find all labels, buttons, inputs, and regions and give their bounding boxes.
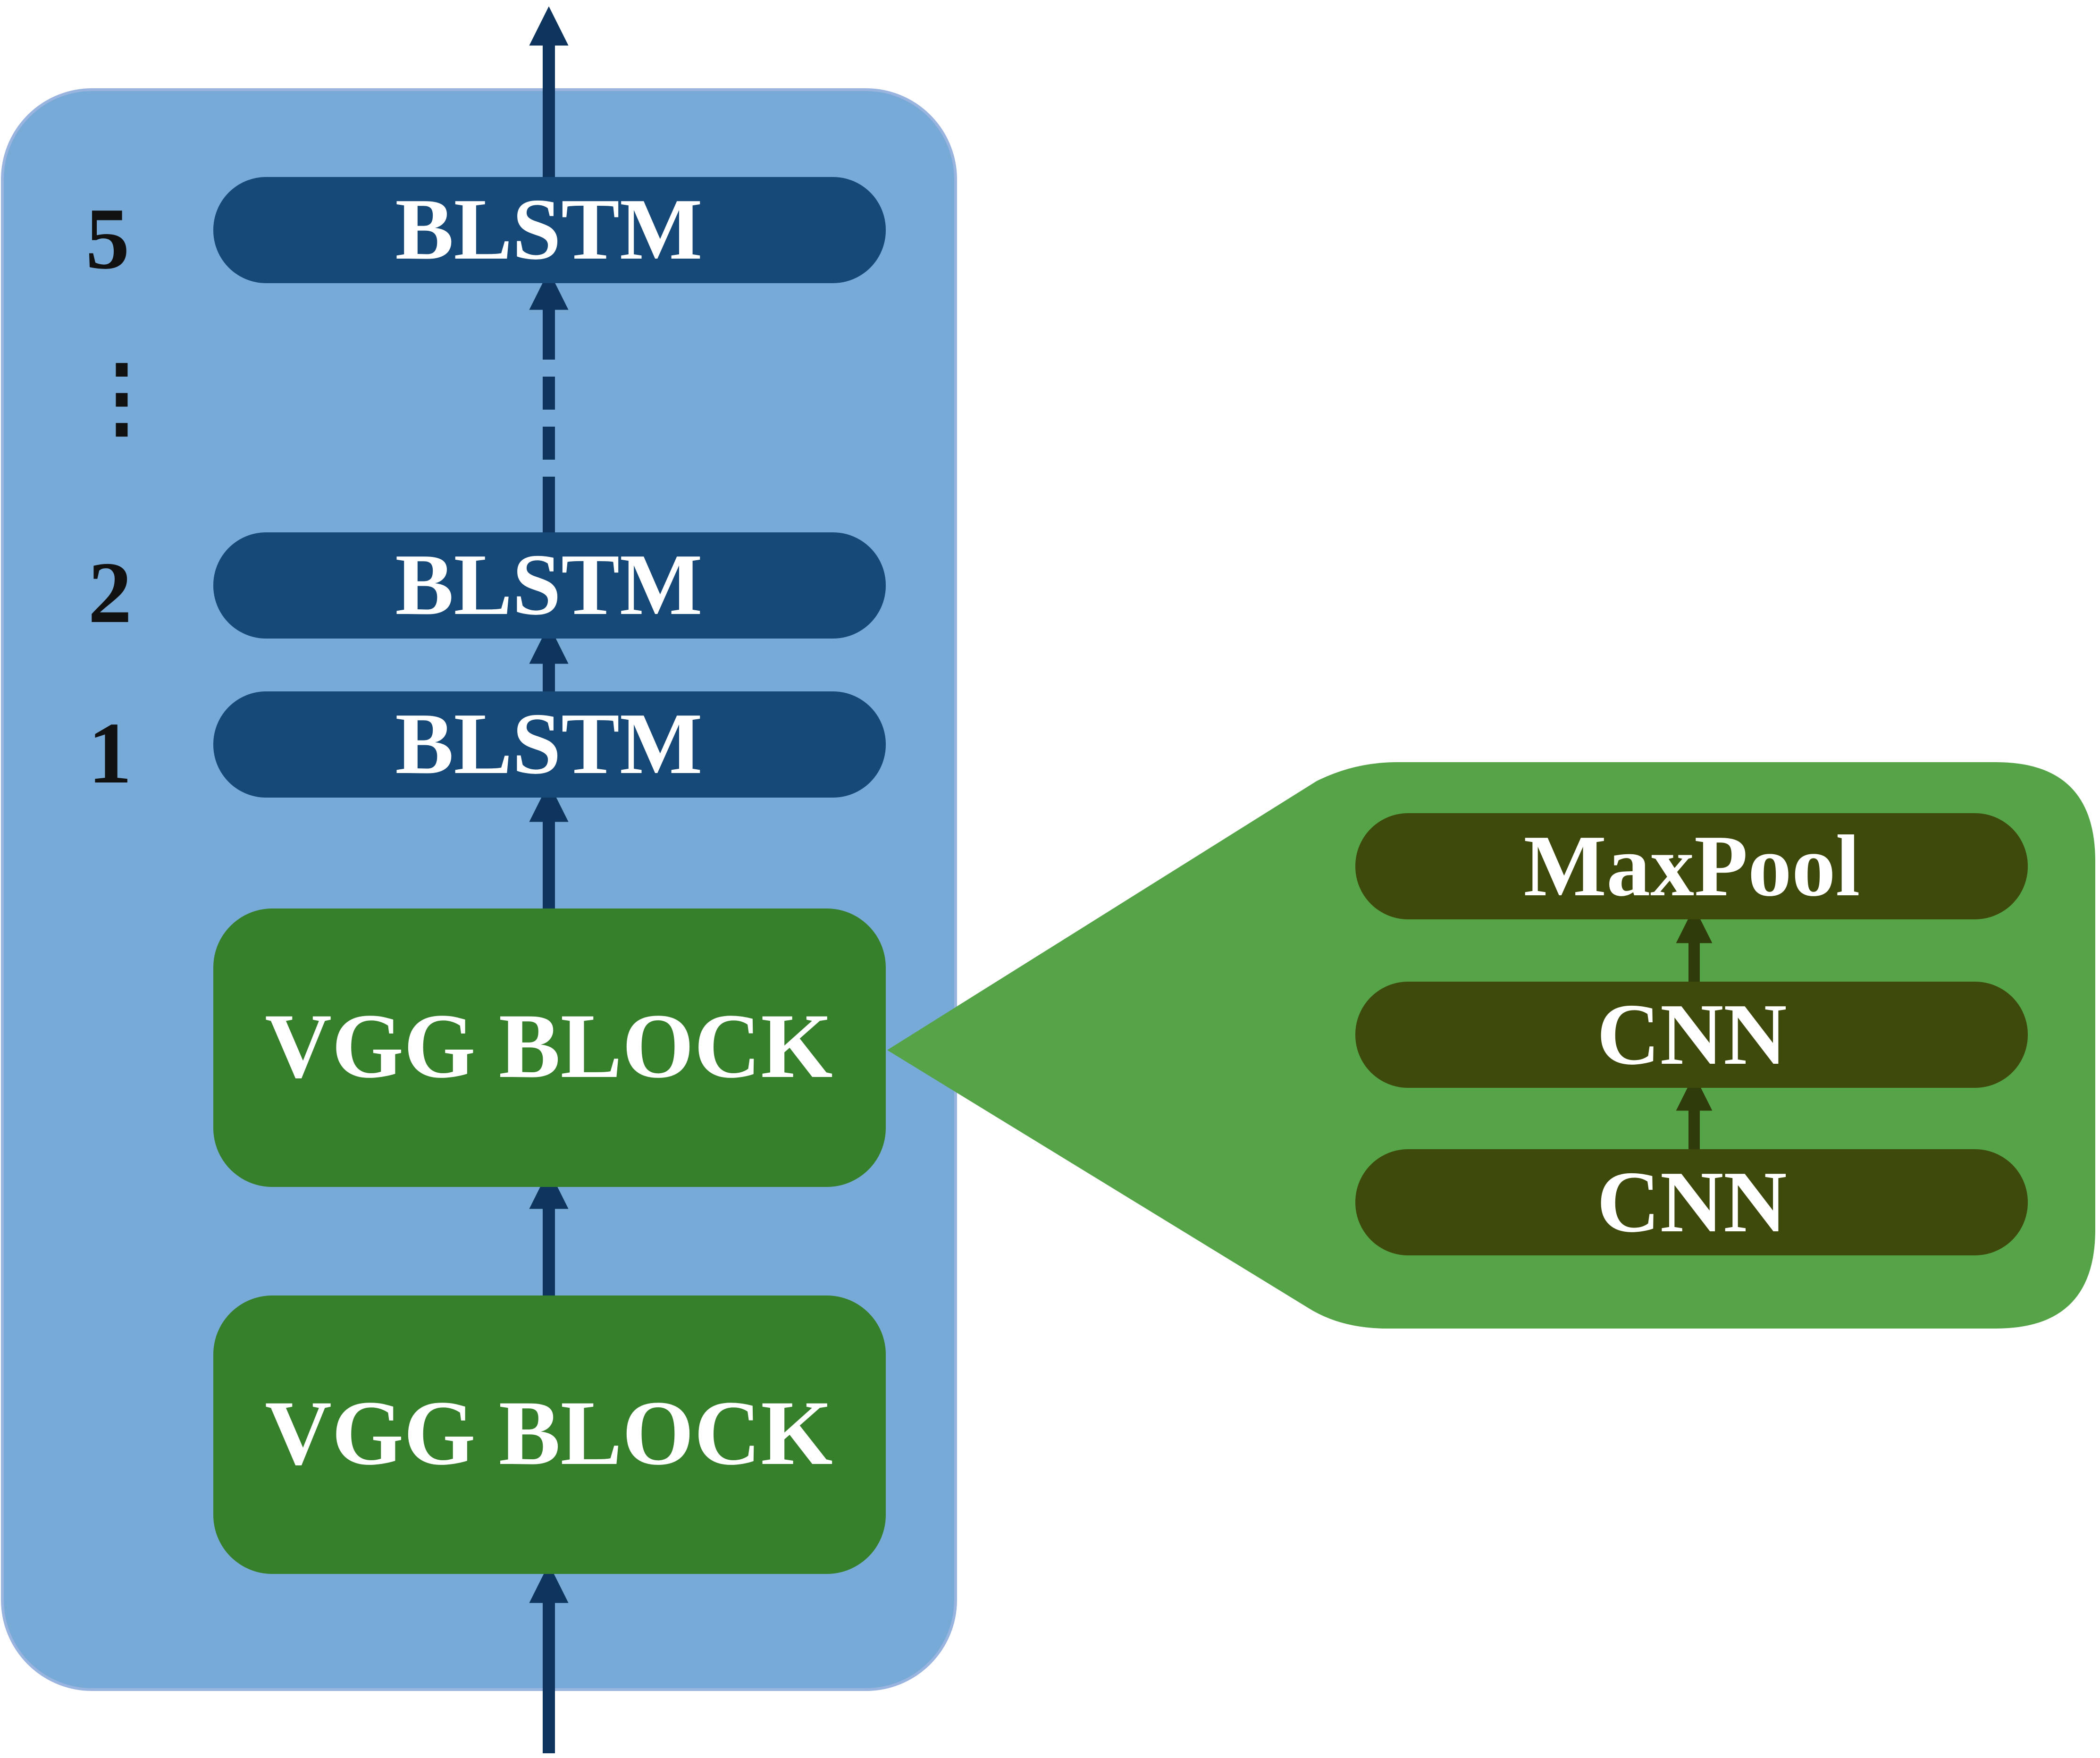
layer-number: 1 — [88, 705, 132, 802]
blstm-label: BLSTM — [395, 536, 702, 633]
vgg-block: VGG BLOCK — [213, 1295, 886, 1574]
blstm-layer: BLSTM — [213, 532, 886, 639]
layer-number-ellipsis: ⋮ — [78, 349, 166, 446]
cnn-layer: CNN — [1355, 1149, 2028, 1255]
blstm-label: BLSTM — [395, 695, 702, 792]
vgg-block-label: VGG BLOCK — [265, 1382, 832, 1484]
layer-number: 5 — [86, 190, 130, 287]
cnn-label: CNN — [1597, 986, 1787, 1083]
encoder-panel — [1, 88, 957, 1691]
maxpool-layer: MaxPool — [1355, 813, 2028, 919]
vgg-block: VGG BLOCK — [213, 908, 886, 1187]
layer-number: 2 — [88, 544, 132, 641]
cnn-label: CNN — [1597, 1153, 1787, 1251]
maxpool-label: MaxPool — [1524, 817, 1860, 915]
blstm-layer: BLSTM — [213, 177, 886, 283]
cnn-layer: CNN — [1355, 982, 2028, 1088]
vgg-block-label: VGG BLOCK — [265, 995, 832, 1097]
blstm-label: BLSTM — [395, 181, 702, 278]
blstm-layer: BLSTM — [213, 691, 886, 798]
